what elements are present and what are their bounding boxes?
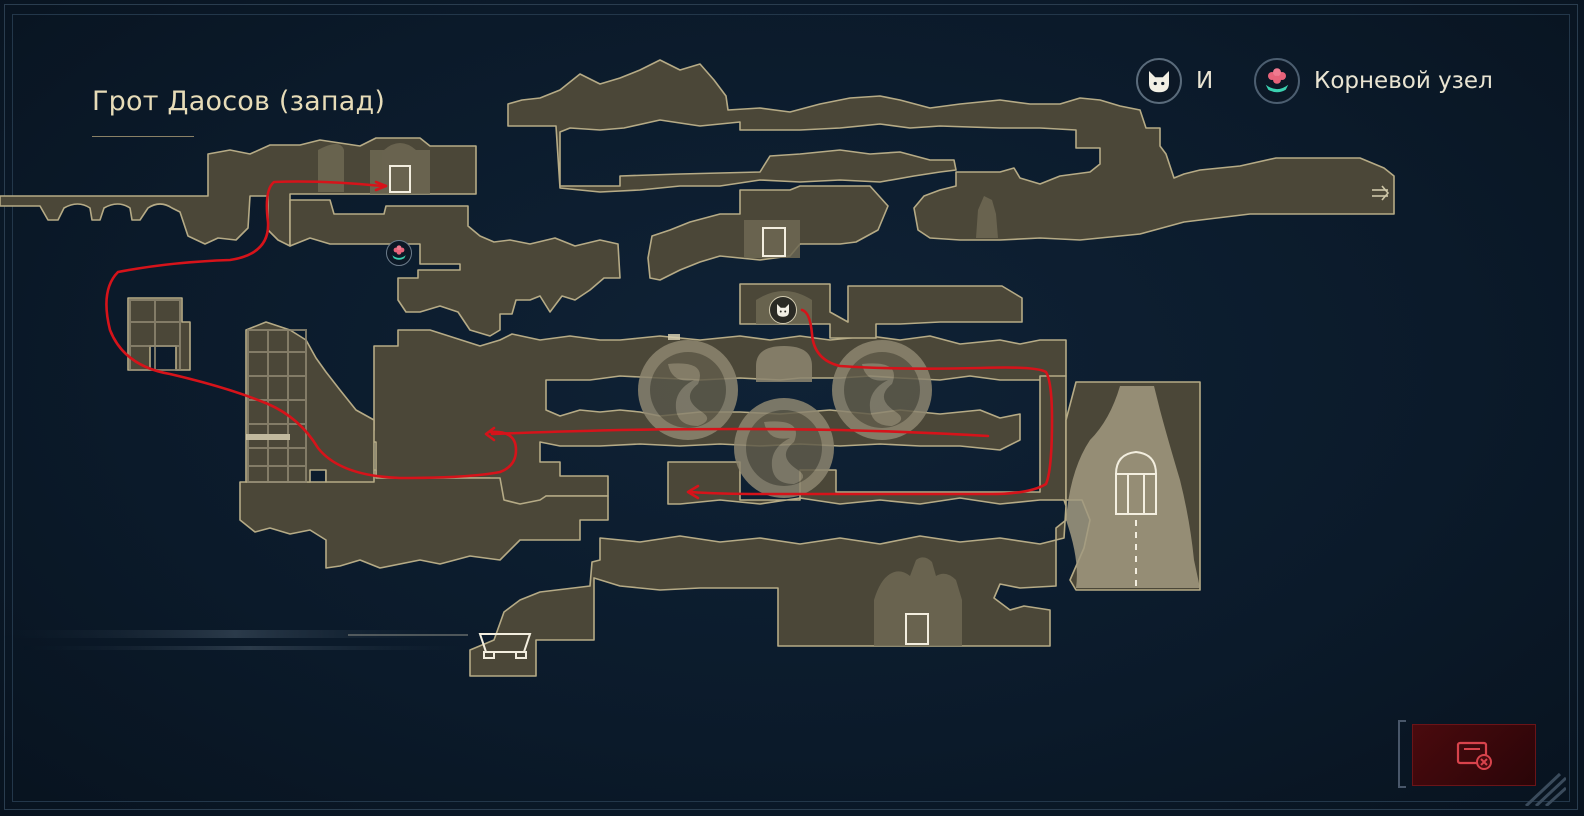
close-map-icon <box>1456 741 1492 770</box>
route-path <box>105 180 1054 500</box>
map-frame-inner <box>12 14 1570 802</box>
spiral-glyph <box>832 340 932 440</box>
legend-label: И <box>1196 68 1214 94</box>
npc-marker[interactable] <box>769 296 797 324</box>
shrine-top-door <box>370 143 430 194</box>
ledge-bar <box>246 434 290 440</box>
room-npc-chamber <box>739 283 1023 339</box>
room-upper-right <box>507 59 1395 241</box>
room-west-mid <box>289 199 621 337</box>
lotus-root-node-icon <box>1265 68 1289 93</box>
legend-item-root-node[interactable]: Корневой узел <box>1254 56 1493 106</box>
shrine-mid-door <box>744 220 800 258</box>
map-frame-outer <box>4 4 1578 810</box>
legend-label: Корневой узел <box>1314 68 1493 94</box>
root-node-marker[interactable] <box>386 240 412 266</box>
small-statue <box>976 196 998 238</box>
shrine-top-left <box>318 144 344 192</box>
room-west-top <box>0 137 477 247</box>
door-icon <box>905 613 929 645</box>
door-icon <box>762 227 786 257</box>
cat-face-icon <box>1149 71 1169 93</box>
legend-badge <box>1254 58 1300 104</box>
birdcage-shrine-icon <box>1114 450 1158 586</box>
map-murals <box>129 143 1200 646</box>
lotus-root-node-icon <box>392 245 406 260</box>
close-map-button[interactable] <box>1412 724 1536 786</box>
region-title: Грот Даосов (запад) <box>92 86 386 117</box>
room-lower-hall <box>239 469 609 569</box>
spiral-glyph <box>734 398 834 498</box>
giant-statue-silhouette <box>1066 386 1200 588</box>
shrine-lower-door <box>874 557 962 646</box>
fog-streaks <box>0 630 480 650</box>
room-ladder-tower <box>245 321 375 483</box>
spiral-glyph <box>638 340 738 440</box>
cat-face-icon <box>777 304 789 317</box>
close-button-bracket <box>1398 720 1406 788</box>
corner-decoration <box>1524 772 1566 806</box>
dome-shrine <box>756 346 812 382</box>
legend-badge <box>1136 58 1182 104</box>
lift-cart-icon <box>478 633 532 659</box>
ledge-bar <box>668 334 680 340</box>
ladder-tower <box>247 329 307 483</box>
legend-item-npc[interactable]: И <box>1136 56 1213 106</box>
map-doors <box>389 165 1158 659</box>
door-icon <box>389 165 411 193</box>
exit-arrow-icon <box>1372 185 1390 201</box>
title-underline <box>92 136 194 137</box>
